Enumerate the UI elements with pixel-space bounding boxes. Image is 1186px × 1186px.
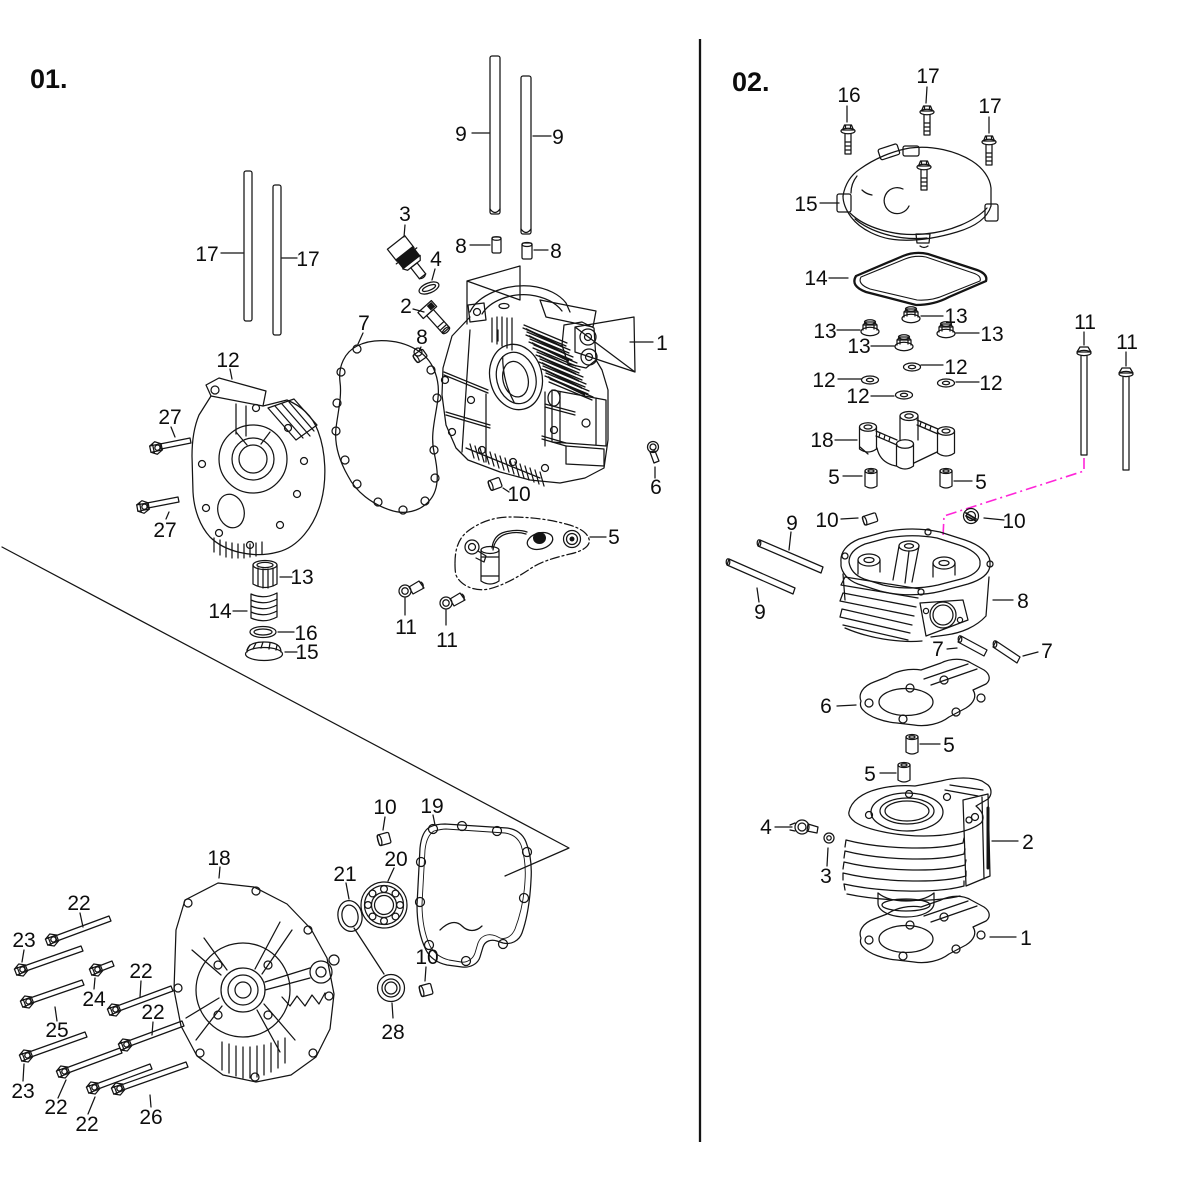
svg-text:22: 22	[141, 1001, 164, 1024]
svg-text:21: 21	[333, 863, 356, 886]
svg-text:7: 7	[358, 312, 370, 335]
svg-text:4: 4	[430, 248, 442, 271]
svg-text:13: 13	[980, 323, 1003, 346]
svg-text:22: 22	[129, 960, 152, 983]
svg-text:17: 17	[195, 243, 218, 266]
svg-text:23: 23	[11, 1080, 34, 1103]
svg-text:12: 12	[812, 369, 835, 392]
svg-text:9: 9	[786, 512, 798, 535]
svg-text:1: 1	[1020, 927, 1032, 950]
svg-text:22: 22	[75, 1113, 98, 1136]
svg-text:5: 5	[864, 763, 876, 786]
svg-text:8: 8	[550, 240, 562, 263]
svg-text:11: 11	[1074, 311, 1096, 334]
svg-text:6: 6	[820, 695, 832, 718]
svg-text:15: 15	[295, 641, 318, 664]
svg-text:7: 7	[932, 638, 944, 661]
svg-text:27: 27	[153, 519, 176, 542]
svg-text:12: 12	[846, 385, 869, 408]
svg-text:5: 5	[608, 526, 620, 549]
svg-text:12: 12	[979, 372, 1002, 395]
svg-text:23: 23	[12, 929, 35, 952]
svg-text:2: 2	[400, 295, 412, 318]
svg-text:22: 22	[67, 892, 90, 915]
svg-text:11: 11	[1116, 331, 1138, 354]
svg-text:28: 28	[381, 1021, 404, 1044]
svg-text:5: 5	[828, 466, 840, 489]
svg-text:8: 8	[416, 326, 428, 349]
svg-text:14: 14	[208, 600, 232, 623]
svg-text:17: 17	[296, 248, 319, 271]
svg-text:24: 24	[82, 988, 106, 1011]
svg-text:9: 9	[754, 601, 766, 624]
svg-text:6: 6	[650, 476, 662, 499]
svg-text:16: 16	[837, 84, 860, 107]
svg-text:13: 13	[813, 320, 836, 343]
svg-text:17: 17	[978, 95, 1001, 118]
svg-text:10: 10	[815, 509, 838, 532]
svg-text:16: 16	[294, 622, 317, 645]
svg-text:18: 18	[207, 847, 230, 870]
svg-text:11: 11	[436, 629, 458, 652]
svg-text:22: 22	[44, 1096, 67, 1119]
svg-text:3: 3	[820, 865, 832, 888]
svg-text:4: 4	[760, 816, 772, 839]
svg-text:20: 20	[384, 848, 407, 871]
svg-text:27: 27	[158, 406, 181, 429]
svg-text:9: 9	[552, 126, 564, 149]
svg-text:02.: 02.	[732, 67, 770, 97]
svg-text:25: 25	[45, 1019, 68, 1042]
svg-text:2: 2	[1022, 831, 1034, 854]
svg-text:13: 13	[944, 305, 967, 328]
svg-text:10: 10	[415, 946, 438, 969]
svg-text:10: 10	[373, 796, 396, 819]
svg-text:13: 13	[290, 566, 313, 589]
svg-text:17: 17	[916, 65, 939, 88]
svg-text:12: 12	[216, 349, 239, 372]
svg-text:01.: 01.	[30, 64, 68, 94]
svg-text:15: 15	[794, 193, 817, 216]
svg-text:1: 1	[656, 332, 668, 355]
svg-text:8: 8	[1017, 590, 1029, 613]
svg-text:11: 11	[395, 616, 417, 639]
svg-text:18: 18	[810, 429, 833, 452]
svg-text:10: 10	[1002, 510, 1025, 533]
svg-text:14: 14	[804, 267, 828, 290]
svg-text:5: 5	[975, 471, 987, 494]
svg-text:7: 7	[1041, 640, 1053, 663]
svg-text:10: 10	[507, 483, 530, 506]
svg-text:19: 19	[420, 795, 443, 818]
svg-text:26: 26	[139, 1106, 162, 1129]
svg-text:3: 3	[399, 203, 411, 226]
svg-text:9: 9	[455, 123, 467, 146]
svg-text:5: 5	[943, 734, 955, 757]
svg-text:13: 13	[847, 335, 870, 358]
svg-text:12: 12	[944, 356, 967, 379]
svg-text:8: 8	[455, 235, 467, 258]
